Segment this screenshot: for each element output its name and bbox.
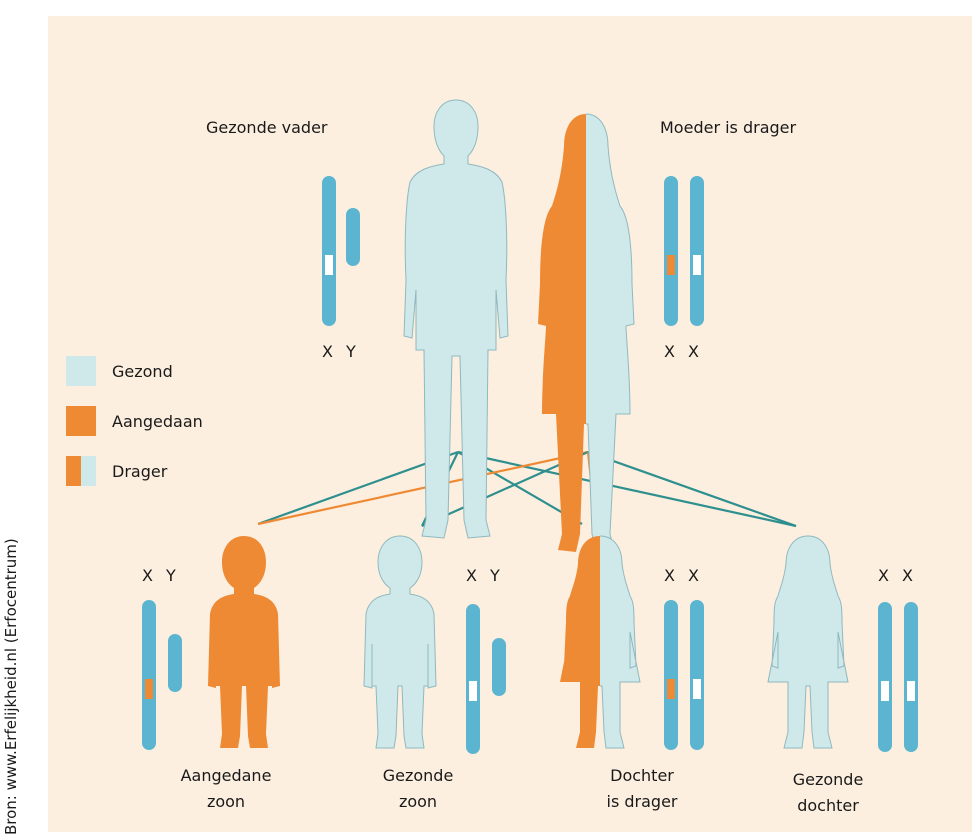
father-chromosome-label: X Y xyxy=(322,340,360,364)
mother-chromosome-label: X X xyxy=(664,340,703,364)
healthy-swatch xyxy=(66,356,96,386)
legend-item-carrier: Drager xyxy=(66,456,167,486)
affected-swatch xyxy=(66,406,96,436)
carrier-daughter-chromosome-label: X X xyxy=(664,564,703,588)
healthy-daughter-label-line1: Gezonde xyxy=(793,768,864,792)
legend-item-affected: Aangedaan xyxy=(66,406,203,436)
father-label: Gezonde vader xyxy=(206,116,328,140)
healthy-son-chromosomes xyxy=(466,604,506,754)
healthy-son-figure xyxy=(364,536,436,748)
legend-label: Aangedaan xyxy=(112,412,203,431)
carrier-daughter-figure xyxy=(560,536,640,748)
carrier-daughter-chromosomes xyxy=(664,600,704,750)
carrier-swatch xyxy=(66,456,96,486)
source-credit: Bron: www.Erfelijkheid.nl (Erfocentrum) xyxy=(2,538,20,835)
legend-label: Drager xyxy=(112,462,167,481)
carrier-daughter-label-line1: Dochter xyxy=(610,764,674,788)
affected-son-figure xyxy=(208,536,280,748)
healthy-daughter-chromosomes xyxy=(878,602,918,752)
affected-son-label-line2: zoon xyxy=(207,790,245,814)
mother-label: Moeder is drager xyxy=(660,116,796,140)
affected-son-chromosomes xyxy=(142,600,182,750)
father-chromosomes xyxy=(322,176,360,326)
healthy-daughter-chromosome-label: X X xyxy=(878,564,917,588)
healthy-daughter-figure xyxy=(768,536,848,748)
affected-son-chromosome-label: X Y xyxy=(142,564,180,588)
mother-chromosomes xyxy=(664,176,704,326)
carrier-daughter-label-line2: is drager xyxy=(607,790,678,814)
healthy-son-label-line1: Gezonde xyxy=(383,764,454,788)
legend-item-healthy: Gezond xyxy=(66,356,173,386)
healthy-son-label-line2: zoon xyxy=(399,790,437,814)
healthy-son-chromosome-label: X Y xyxy=(466,564,504,588)
affected-son-label-line1: Aangedane xyxy=(181,764,272,788)
legend-label: Gezond xyxy=(112,362,173,381)
inheritance-lines xyxy=(258,452,796,526)
healthy-daughter-label-line2: dochter xyxy=(797,794,859,818)
